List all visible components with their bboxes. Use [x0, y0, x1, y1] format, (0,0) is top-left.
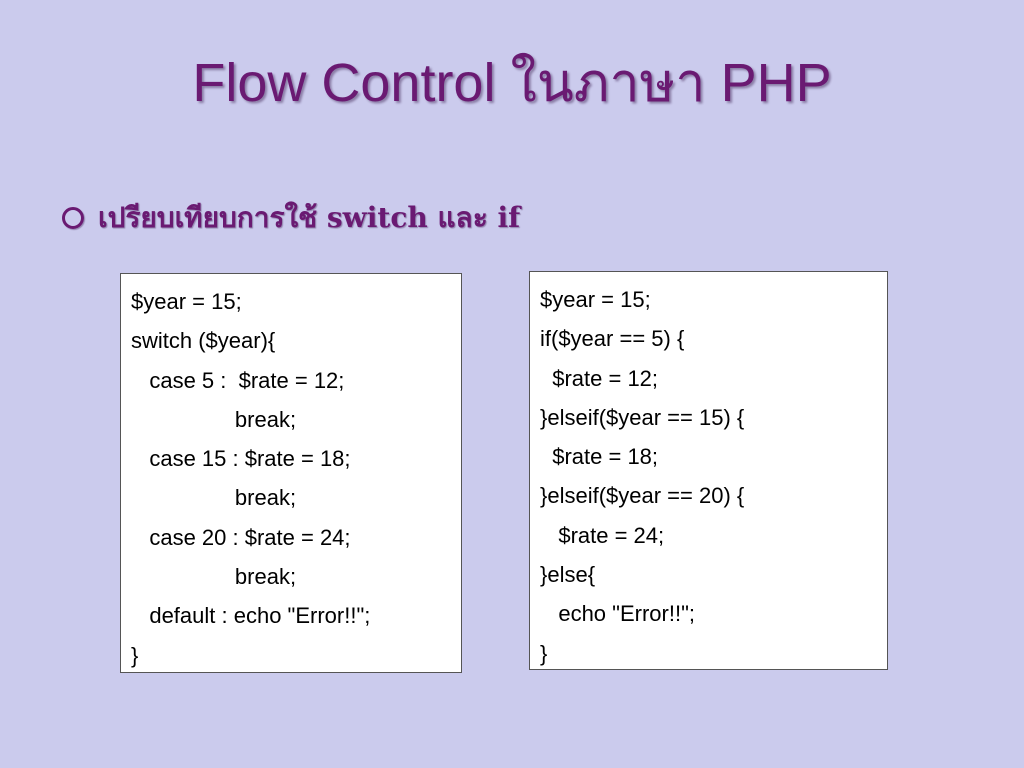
code-line: switch ($year){	[131, 328, 276, 354]
code-line: default : echo "Error!!";	[131, 603, 371, 629]
code-line: case 5 : $rate = 12;	[131, 367, 345, 393]
code-line: case 20 : $rate = 24;	[131, 524, 351, 550]
bullet-item: เปรียบเทียบการใช้ switch และ if	[62, 196, 520, 240]
code-line: $year = 15;	[540, 287, 651, 312]
code-line: $rate = 12;	[540, 365, 659, 391]
code-line: echo "Error!!";	[540, 601, 695, 627]
code-line: break;	[131, 485, 297, 511]
code-line: }elseif($year == 20) {	[540, 483, 745, 509]
code-line: }elseif($year == 15) {	[540, 404, 745, 430]
bullet-text: เปรียบเทียบการใช้ switch และ if	[98, 201, 521, 234]
slide-title: Flow Control ในภาษา PHP	[192, 53, 832, 113]
code-line: }else{	[540, 562, 596, 588]
code-line: break;	[131, 406, 297, 432]
code-line: case 15 : $rate = 18;	[131, 446, 351, 472]
code-line: break;	[131, 564, 297, 590]
code-line: if($year == 5) {	[540, 326, 685, 352]
code-line: $rate = 18;	[540, 444, 659, 470]
code-line: }	[540, 640, 548, 666]
circle-bullet-icon	[62, 207, 84, 229]
switch-code-box: $year = 15; switch ($year){ case 5 : $ra…	[120, 273, 462, 673]
code-line: $rate = 24;	[540, 522, 665, 548]
if-code-box: $year = 15; if($year == 5) { $rate = 12;…	[529, 271, 888, 670]
code-line: $year = 15;	[131, 289, 242, 314]
code-line: }	[131, 642, 139, 668]
